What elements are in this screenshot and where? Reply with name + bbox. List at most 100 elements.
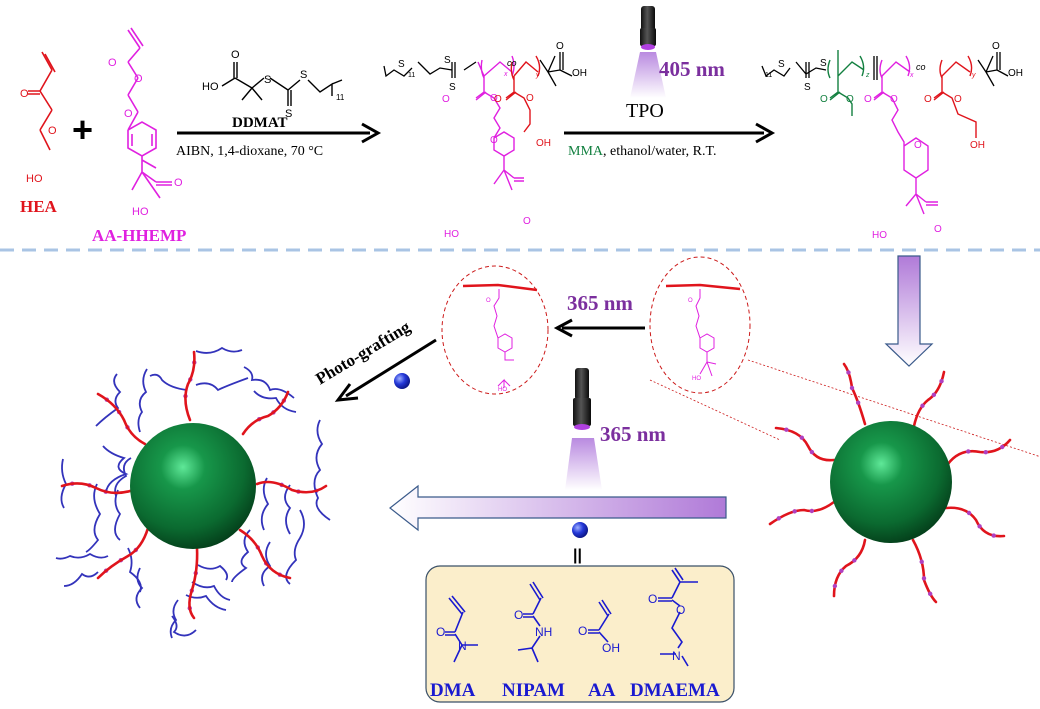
grafted-brush-chains (55, 346, 331, 639)
step2-arrow (564, 122, 776, 144)
chain-bead (919, 559, 924, 564)
polymer1-oxygen: O (523, 216, 531, 227)
polymer2-mma-unit (827, 50, 865, 116)
hea-hydroxyl: HO (26, 173, 43, 185)
arrow-365 (553, 318, 645, 338)
monomer-label-dma: DMA (430, 680, 476, 701)
polymer1-oxygen: O (490, 135, 498, 146)
chain-bead (991, 533, 996, 538)
flashlight-icon (573, 368, 591, 430)
aa-hhemp-structure (127, 27, 172, 199)
polymer1-repeat-count: 11 (408, 72, 415, 79)
zoom-guide-lines (649, 359, 1040, 458)
chain-bead (799, 435, 805, 440)
ddmat-hydroxyl: HO (202, 81, 219, 93)
step1-arrow (177, 122, 382, 144)
monomer-structures (445, 567, 698, 667)
monomer-label-dmaema: DMAEMA (630, 680, 720, 701)
polymer1-oxygen: O (494, 94, 502, 105)
initiator-hydroxyl: HO (692, 376, 701, 382)
ddmat-sulfur: S (285, 108, 292, 120)
polymer2-oxygen: O (864, 94, 872, 105)
polymer2-backbone (761, 52, 1009, 87)
mma-label: MMA (568, 144, 604, 159)
chain-bead (931, 392, 937, 398)
chain-bead (927, 591, 933, 597)
aa-hydroxyl: OH (602, 641, 620, 655)
zoom-circle-initiator (649, 256, 751, 394)
hhemp-hydroxyl: HO (132, 206, 149, 218)
nipam-oxygen: O (514, 608, 523, 622)
monomer-ball-icon (572, 522, 588, 538)
monomer-label-nipam: NIPAM (502, 680, 565, 701)
light-beam (630, 52, 666, 98)
hhemp-oxygen: O (108, 57, 117, 69)
polymer1-sulfur: S (444, 55, 451, 66)
light-365-label-top: 365 nm (567, 291, 633, 315)
step2-conditions: MMA, ethanol/water, R.T. (568, 144, 717, 159)
chain-bead (852, 558, 857, 563)
polymer2-sulfur: S (778, 59, 785, 70)
zoom-circle-radical (441, 265, 549, 395)
polymer2-x-subscript: x (909, 72, 914, 79)
polymer2-hydroxyl: OH (970, 140, 985, 151)
light-365-label-bottom: 365 nm (600, 422, 666, 446)
polymer1-hydroxyl: HO (444, 229, 459, 240)
polymer2-co-label: co (916, 62, 926, 72)
polymer1-y-subscript: y (535, 72, 540, 79)
dmaema-oxygen: O (648, 592, 657, 606)
chain-bead (809, 508, 815, 514)
chain-bead (966, 449, 971, 454)
polymer2-oxygen: O (846, 94, 854, 105)
grafted-backbone-chains (60, 350, 328, 620)
polymer2-hydroxyl: HO (872, 230, 887, 241)
flashlight-icon (640, 6, 656, 50)
ddmat-sulfur: S (300, 69, 307, 81)
initiator-oxygen: O (688, 298, 693, 304)
polymer2-hydroxyl: OH (1008, 68, 1023, 79)
monomer-ball-icon (394, 373, 410, 389)
chain-bead (839, 568, 844, 573)
chain-bead (921, 576, 927, 581)
polymer1-oxygen: O (526, 93, 534, 104)
polymer2-oxygen: O (890, 94, 898, 105)
nipam-amine: NH (535, 625, 552, 639)
tpo-label: TPO (626, 100, 664, 122)
polymer2-oxygen: O (992, 41, 1000, 52)
monomer-label-aa: AA (588, 680, 616, 701)
polymer1-x-subscript: x (503, 71, 508, 78)
step1-conditions: AIBN, 1,4-dioxane, 70 °C (176, 144, 323, 159)
grafting-arrow (389, 484, 727, 532)
block-junction (873, 56, 878, 80)
hea-oxygen: O (48, 125, 57, 137)
step2-conditions-rest: , ethanol/water, R.T. (603, 144, 716, 159)
dmaema-oxygen: O (676, 603, 685, 617)
polymer2-hea-unit (933, 55, 977, 138)
aa-oxygen: O (578, 624, 587, 638)
hea-structure (28, 51, 56, 151)
light-beam (565, 438, 602, 490)
ddmat-oxygen: O (231, 49, 240, 61)
polymer2-sulfur: S (820, 58, 827, 69)
polymer1-oxygen: O (556, 41, 564, 52)
chain-bead (977, 524, 982, 529)
plus-sign: + (72, 109, 93, 150)
chain-bead (966, 510, 972, 516)
polymer2-repeat-count: 11 (765, 72, 772, 79)
polymer2-y-subscript: y (971, 72, 976, 79)
chain-bead (792, 509, 797, 514)
nanoparticle-grafted (130, 423, 256, 549)
dmaema-nitrogen: N (672, 649, 681, 663)
aa-hhemp-label: AA-HHEMP (92, 226, 186, 245)
chain-bead (809, 449, 815, 455)
polymer1-hhemp-unit (475, 55, 524, 191)
chain-bead (1000, 444, 1005, 450)
polymer1-sulfur: S (398, 59, 405, 70)
radical-oxygen: O (486, 298, 491, 304)
polymer1-oxygen: O (442, 94, 450, 105)
polymer2-oxygen: O (820, 94, 828, 105)
polymer2-oxygen: O (914, 140, 922, 151)
polymer1-backbone (383, 52, 573, 87)
polymer2-oxygen: O (954, 94, 962, 105)
